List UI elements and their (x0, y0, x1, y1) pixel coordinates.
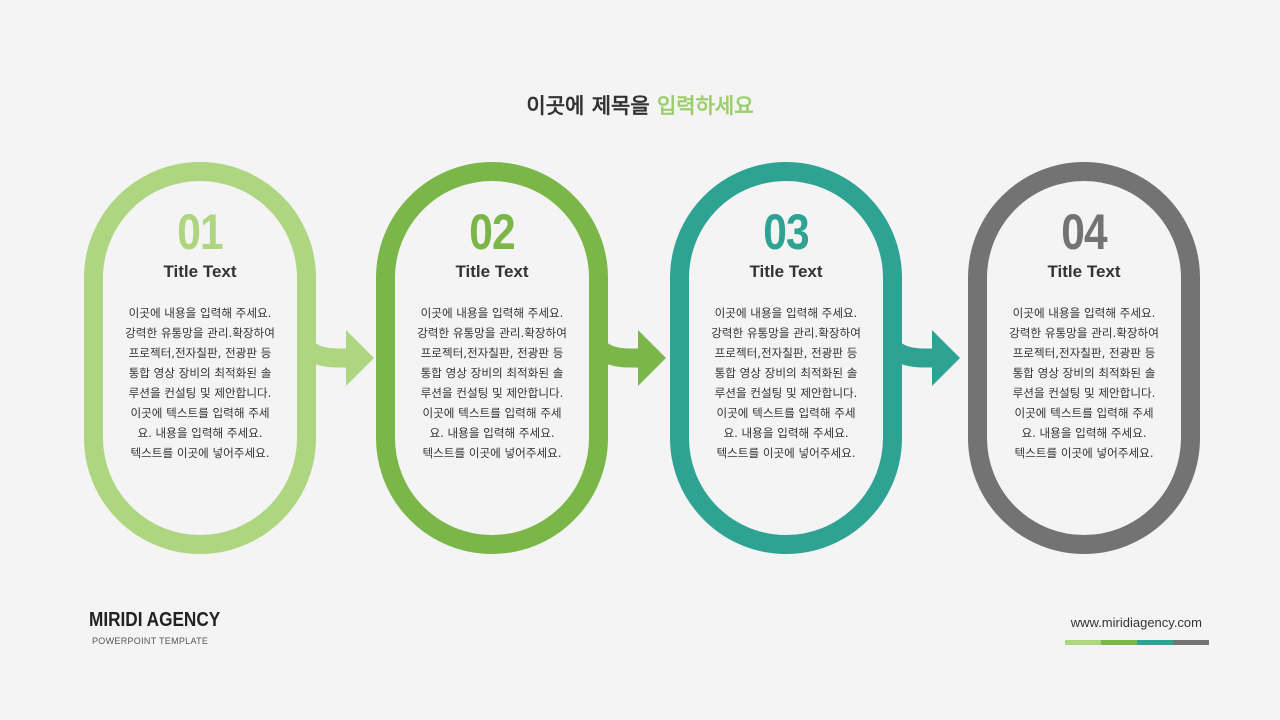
color-bar (1101, 640, 1137, 645)
arrow-right-icon (298, 318, 374, 386)
color-bar (1065, 640, 1101, 645)
step-title: Title Text (1047, 262, 1121, 281)
step-card-4: 04 Title Text 이곳에 내용을 입력해 주세요. 강력한 유통망을 … (968, 162, 1200, 554)
step-description: 이곳에 내용을 입력해 주세요. 강력한 유통망을 관리.확장하여 프로젝터,전… (711, 306, 861, 460)
color-bar (1137, 640, 1173, 645)
step-description: 이곳에 내용을 입력해 주세요. 강력한 유통망을 관리.확장하여 프로젝터,전… (1009, 306, 1159, 460)
step-card-1: 01 Title Text 이곳에 내용을 입력해 주세요. 강력한 유통망을 … (84, 162, 316, 554)
arrow-right-icon (884, 318, 960, 386)
brand-name: MIRIDI AGENCY (89, 609, 221, 631)
step-title: Title Text (749, 262, 823, 281)
step-card-3: 03 Title Text 이곳에 내용을 입력해 주세요. 강력한 유통망을 … (670, 162, 902, 554)
step-card-2: 02 Title Text 이곳에 내용을 입력해 주세요. 강력한 유통망을 … (376, 162, 608, 554)
page-title-main: 이곳에 제목을 (526, 94, 650, 118)
step-title: Title Text (455, 262, 529, 281)
step-number: 03 (763, 204, 809, 260)
page-title-accent: 입력하세요 (656, 94, 754, 118)
brand-subtitle: POWERPOINT TEMPLATE (92, 636, 209, 646)
color-bar (1173, 640, 1209, 645)
step-number: 02 (469, 204, 515, 260)
step-description: 이곳에 내용을 입력해 주세요. 강력한 유통망을 관리.확장하여 프로젝터,전… (125, 306, 275, 460)
arrow-right-icon (590, 318, 666, 386)
step-title: Title Text (163, 262, 237, 281)
step-description: 이곳에 내용을 입력해 주세요. 강력한 유통망을 관리.확장하여 프로젝터,전… (417, 306, 567, 460)
website-url: www.miridiagency.com (1070, 615, 1202, 630)
page-title: 이곳에 제목을 입력하세요 (0, 90, 1280, 120)
step-number: 04 (1061, 204, 1107, 260)
color-bars (1065, 640, 1209, 645)
step-number: 01 (177, 204, 223, 260)
